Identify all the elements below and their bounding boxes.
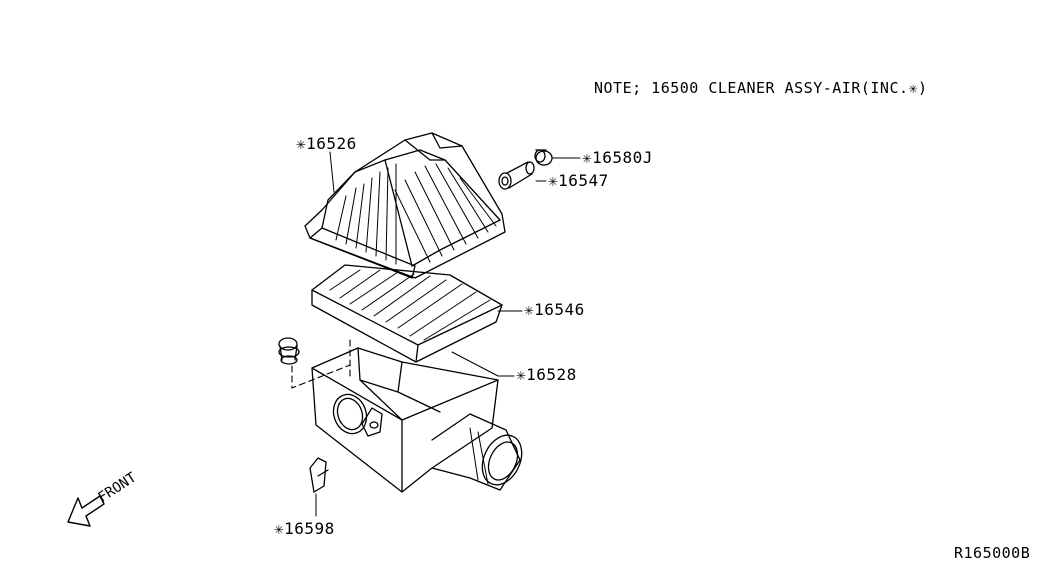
- front-arrow-icon: [67, 495, 105, 527]
- part-label-16580j: ✳16580J: [582, 148, 653, 167]
- part-label-16528: ✳16528: [516, 365, 577, 384]
- part-label-16598: ✳16598: [274, 519, 335, 538]
- air-cleaner-body: [311, 347, 523, 493]
- air-cleaner-cover: [304, 132, 506, 279]
- mount-grommet: [278, 337, 300, 365]
- clip-16598: [309, 457, 329, 517]
- part-label-16546: ✳16546: [524, 300, 585, 319]
- drawing-code: R165000B: [954, 544, 1031, 562]
- part-label-16547: ✳16547: [548, 171, 609, 190]
- dashed-mount-line: [291, 339, 351, 389]
- grommet-16580j: [534, 149, 553, 166]
- air-filter-element: [311, 264, 503, 363]
- note-text: NOTE; 16500 CLEANER ASSY-AIR(INC.✳): [594, 79, 928, 97]
- leader-lines: [329, 151, 581, 377]
- tube-16547: [498, 161, 535, 190]
- part-label-16526: ✳16526: [296, 134, 357, 153]
